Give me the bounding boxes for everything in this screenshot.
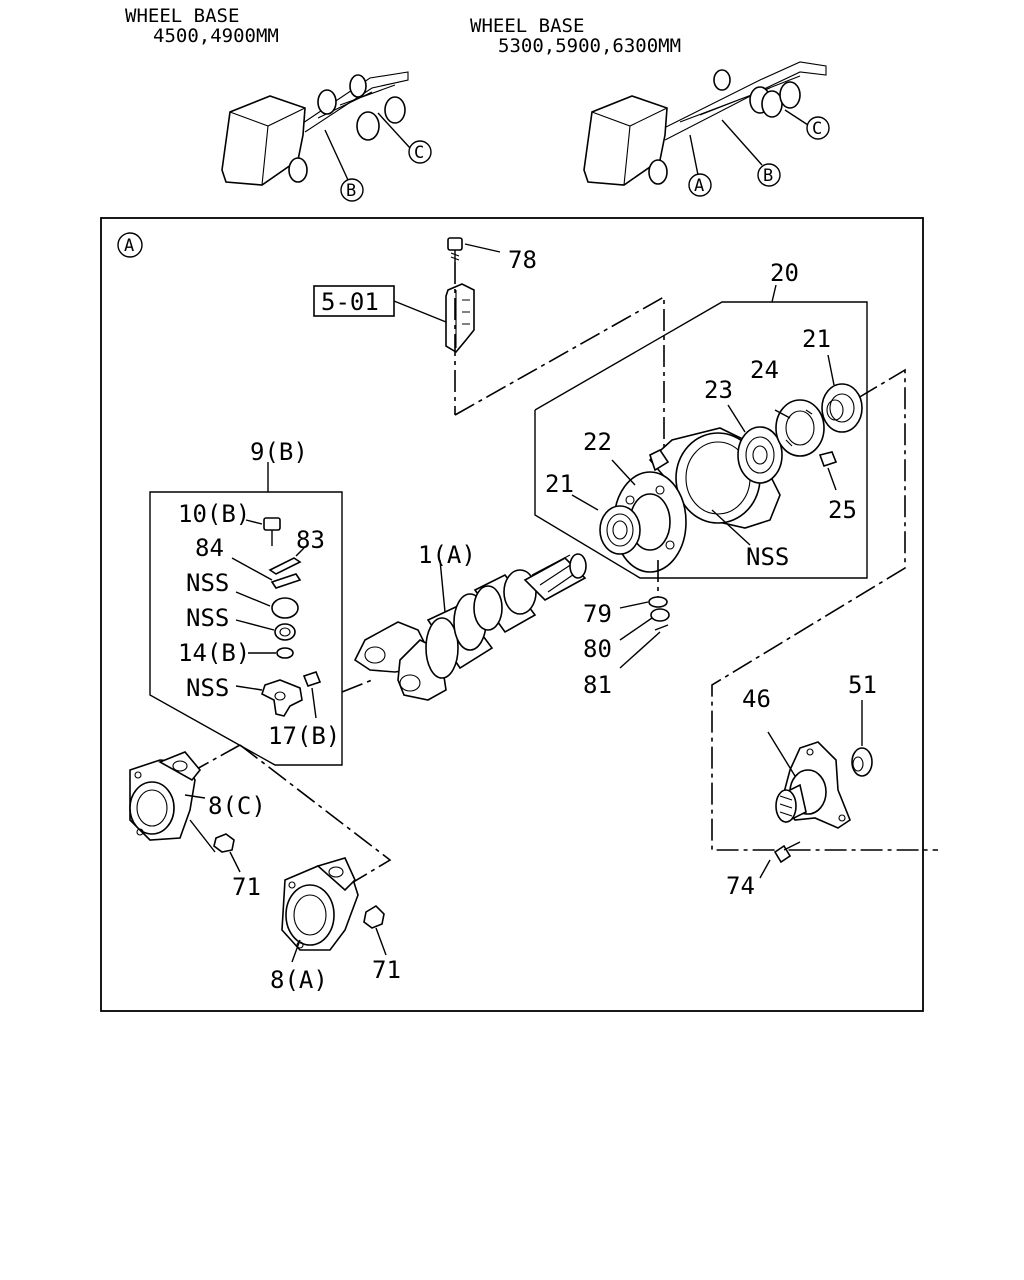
label-17b: 17(B) <box>268 722 340 750</box>
label-8c: 8(C) <box>208 792 266 820</box>
label-25: 25 <box>828 496 857 524</box>
spider-nss <box>235 679 303 717</box>
label-71-right: 71 <box>372 956 401 984</box>
label-22: 22 <box>583 428 612 456</box>
header-left: WHEEL BASE 4500,4900MM <box>125 5 279 47</box>
grease-nipple-25 <box>818 451 838 491</box>
seal-21-left <box>599 505 641 555</box>
lock-plate-83 <box>268 547 305 575</box>
marker-c-left: C <box>408 140 432 164</box>
label-78: 78 <box>508 246 537 274</box>
nut-80 <box>650 608 670 622</box>
label-83: 83 <box>296 526 325 554</box>
label-79: 79 <box>583 600 612 628</box>
label-14b: 14(B) <box>178 639 250 667</box>
label-74: 74 <box>726 872 755 900</box>
reference-box-label: 5-01 <box>321 288 379 316</box>
marker-a-right: A <box>688 173 712 197</box>
svg-text:B: B <box>346 181 356 201</box>
yoke-8a <box>281 857 359 963</box>
label-21-top: 21 <box>802 325 831 353</box>
label-20: 20 <box>770 259 799 287</box>
header-right: WHEEL BASE 5300,5900,6300MM <box>470 15 681 57</box>
label-8a: 8(A) <box>270 966 328 994</box>
marker-c-right: C <box>806 116 830 140</box>
nut-51 <box>851 700 873 777</box>
header-right-line2: 5300,5900,6300MM <box>498 35 681 57</box>
label-84: 84 <box>195 534 224 562</box>
bolt-78 <box>447 237 501 262</box>
reference-box: 5-01 <box>313 285 447 323</box>
flange-46 <box>767 731 851 829</box>
washer-84 <box>231 557 302 589</box>
label-10b: 10(B) <box>178 500 250 528</box>
label-24: 24 <box>750 356 779 384</box>
label-21-left: 21 <box>545 470 574 498</box>
view-a-frame <box>100 217 924 1012</box>
label-23: 23 <box>704 376 733 404</box>
seal-14b <box>248 647 294 659</box>
bracket-part <box>445 262 475 415</box>
group-9b-box <box>149 491 343 766</box>
needle-bearing-nss <box>235 619 296 641</box>
svg-text:C: C <box>812 119 822 139</box>
nut-71-right <box>363 904 387 956</box>
dashed-link-bracket <box>454 295 665 455</box>
marker-b-left: B <box>340 178 364 202</box>
bearing-23 <box>737 426 783 484</box>
marker-b-right: B <box>757 163 781 187</box>
grease-nipple-17b <box>302 671 322 719</box>
svg-text:B: B <box>763 166 773 186</box>
marker-a-frame: A <box>117 232 143 258</box>
label-81: 81 <box>583 671 612 699</box>
pin-81 <box>654 624 669 631</box>
svg-text:C: C <box>414 143 424 163</box>
header-left-line1: WHEEL BASE <box>125 5 239 27</box>
label-nss-1: NSS <box>186 569 229 597</box>
header-left-line2: 4500,4900MM <box>153 25 279 47</box>
yoke-8c <box>129 751 206 841</box>
label-46: 46 <box>742 685 771 713</box>
propeller-shaft <box>353 553 587 701</box>
washer-79 <box>648 596 668 608</box>
bolt-74 <box>759 841 801 879</box>
seal-21-right <box>821 383 863 433</box>
label-1a: 1(A) <box>418 541 476 569</box>
cover-24 <box>775 399 825 457</box>
label-nss-bearing: NSS <box>746 543 789 571</box>
bolt-10b <box>245 517 281 546</box>
label-9b: 9(B) <box>250 438 308 466</box>
label-nss-2: NSS <box>186 604 229 632</box>
label-71-left: 71 <box>232 873 261 901</box>
dashed-link-yokes <box>194 744 392 891</box>
svg-text:A: A <box>694 176 704 196</box>
label-80: 80 <box>583 635 612 663</box>
label-nss-3: NSS <box>186 674 229 702</box>
truck-icon-right <box>583 61 827 186</box>
label-51: 51 <box>848 671 877 699</box>
header-right-line1: WHEEL BASE <box>470 15 584 37</box>
bearing-cap-nss <box>235 591 299 619</box>
svg-text:A: A <box>124 236 134 256</box>
group-20-box <box>534 301 868 579</box>
dashed-link-right <box>711 368 938 851</box>
truck-icon-left <box>221 71 411 186</box>
nut-71-left <box>189 819 241 873</box>
